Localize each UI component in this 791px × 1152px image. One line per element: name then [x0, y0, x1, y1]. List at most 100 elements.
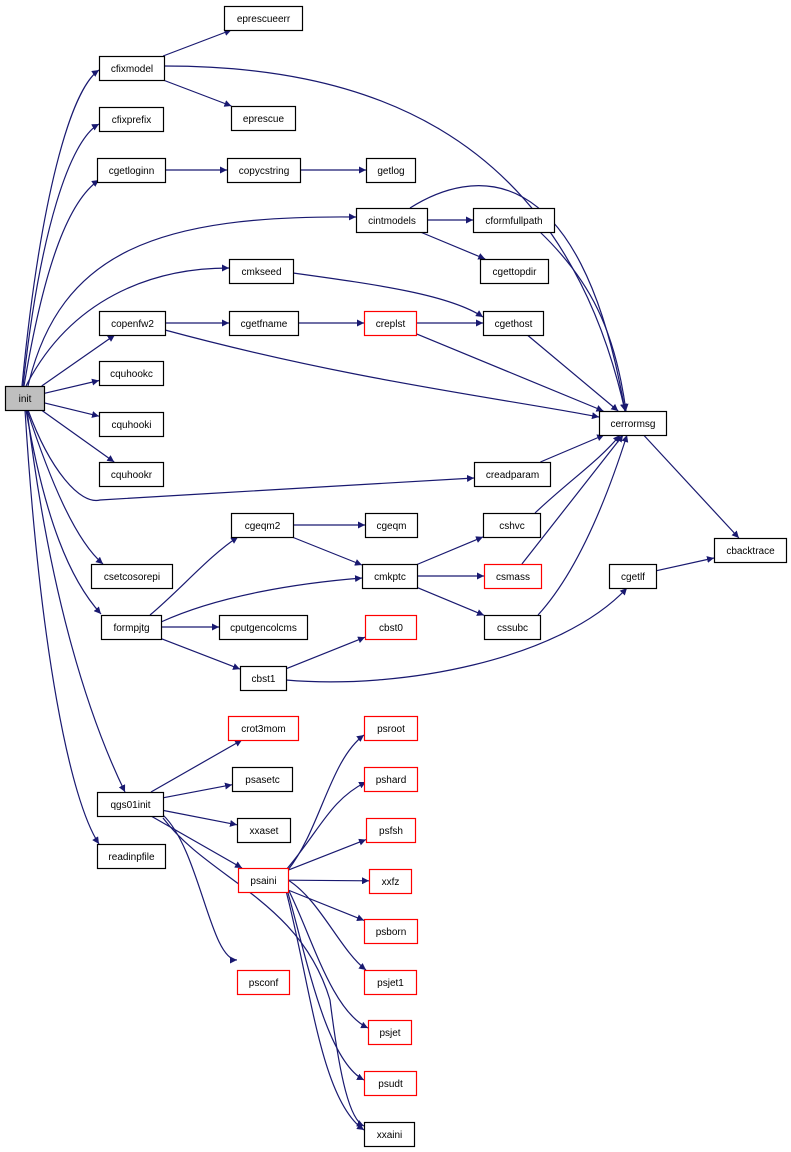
node-box-crot3mom[interactable] [227, 715, 300, 742]
node-box-cgeqm2[interactable] [230, 512, 295, 539]
node-box-cgetfname[interactable] [228, 310, 300, 337]
node-box-cquhooki[interactable] [98, 411, 165, 438]
node-psborn[interactable]: psborn [363, 918, 419, 945]
node-psconf[interactable]: psconf [236, 969, 291, 996]
node-cgetfname[interactable]: cgetfname [228, 310, 300, 337]
node-init[interactable]: init [4, 385, 46, 412]
node-psroot[interactable]: psroot [363, 715, 419, 742]
node-box-csmass[interactable] [483, 563, 543, 590]
node-xxfz[interactable]: xxfz [368, 868, 413, 895]
node-box-cbst0[interactable] [364, 614, 418, 641]
node-box-cgettopdir[interactable] [479, 258, 550, 285]
node-cintmodels[interactable]: cintmodels [355, 207, 429, 234]
node-cbst0[interactable]: cbst0 [364, 614, 418, 641]
node-cgetloginn[interactable]: cgetloginn [96, 157, 167, 184]
node-box-xxfz[interactable] [368, 868, 413, 895]
node-cgethost[interactable]: cgethost [482, 310, 545, 337]
node-cssubc[interactable]: cssubc [483, 614, 542, 641]
node-box-cgetlf[interactable] [608, 563, 658, 590]
node-box-xxaset[interactable] [236, 817, 292, 844]
node-box-formpjtg[interactable] [100, 614, 163, 641]
node-cgeqm2[interactable]: cgeqm2 [230, 512, 295, 539]
node-box-cputgencolcms[interactable] [218, 614, 309, 641]
node-box-cgeqm[interactable] [364, 512, 419, 539]
node-box-cfixmodel[interactable] [98, 55, 166, 82]
node-box-psconf[interactable] [236, 969, 291, 996]
node-box-psasetc[interactable] [231, 766, 294, 793]
node-readinpfile[interactable]: readinpfile [96, 843, 167, 870]
node-box-psfsh[interactable] [365, 817, 417, 844]
node-cquhookr[interactable]: cquhookr [98, 461, 165, 488]
node-cfixprefix[interactable]: cfixprefix [98, 106, 165, 133]
node-box-cintmodels[interactable] [355, 207, 429, 234]
node-crot3mom[interactable]: crot3mom [227, 715, 300, 742]
node-cfixmodel[interactable]: cfixmodel [98, 55, 166, 82]
node-cshvc[interactable]: cshvc [482, 512, 542, 539]
node-cbst1[interactable]: cbst1 [239, 665, 288, 692]
node-psudt[interactable]: psudt [363, 1070, 418, 1097]
node-box-cmkptc[interactable] [361, 563, 419, 590]
node-xxaini[interactable]: xxaini [363, 1121, 416, 1148]
node-cquhookc[interactable]: cquhookc [98, 360, 165, 387]
node-box-creadparam[interactable] [473, 461, 552, 488]
node-box-cformfullpath[interactable] [472, 207, 556, 234]
node-psjet1[interactable]: psjet1 [363, 969, 418, 996]
node-cmkseed[interactable]: cmkseed [228, 258, 295, 285]
node-box-psjet1[interactable] [363, 969, 418, 996]
node-cgetlf[interactable]: cgetlf [608, 563, 658, 590]
node-box-getlog[interactable] [365, 157, 417, 184]
node-box-psudt[interactable] [363, 1070, 418, 1097]
node-getlog[interactable]: getlog [365, 157, 417, 184]
node-box-copenfw2[interactable] [98, 310, 167, 337]
node-box-cerrormsg[interactable] [598, 410, 668, 437]
node-box-cgethost[interactable] [482, 310, 545, 337]
node-copycstring[interactable]: copycstring [226, 157, 302, 184]
node-cgettopdir[interactable]: cgettopdir [479, 258, 550, 285]
node-box-readinpfile[interactable] [96, 843, 167, 870]
node-copenfw2[interactable]: copenfw2 [98, 310, 167, 337]
node-pshard[interactable]: pshard [363, 766, 419, 793]
node-cbacktrace[interactable]: cbacktrace [713, 537, 788, 564]
node-creadparam[interactable]: creadparam [473, 461, 552, 488]
node-qgs01init[interactable]: qgs01init [96, 791, 165, 818]
node-box-cbacktrace[interactable] [713, 537, 788, 564]
node-csmass[interactable]: csmass [483, 563, 543, 590]
node-box-csetcosorepi[interactable] [90, 563, 174, 590]
node-box-init[interactable] [4, 385, 46, 412]
node-psfsh[interactable]: psfsh [365, 817, 417, 844]
node-box-psjet[interactable] [367, 1019, 413, 1046]
node-psasetc[interactable]: psasetc [231, 766, 294, 793]
node-eprescueerr[interactable]: eprescueerr [223, 5, 304, 32]
node-creplst[interactable]: creplst [363, 310, 418, 337]
node-box-xxaini[interactable] [363, 1121, 416, 1148]
node-box-creplst[interactable] [363, 310, 418, 337]
node-box-cssubc[interactable] [483, 614, 542, 641]
node-box-psaini[interactable] [237, 867, 290, 894]
node-box-eprescueerr[interactable] [223, 5, 304, 32]
node-psjet[interactable]: psjet [367, 1019, 413, 1046]
node-box-eprescue[interactable] [230, 105, 297, 132]
node-box-cmkseed[interactable] [228, 258, 295, 285]
node-cquhooki[interactable]: cquhooki [98, 411, 165, 438]
node-cmkptc[interactable]: cmkptc [361, 563, 419, 590]
node-formpjtg[interactable]: formpjtg [100, 614, 163, 641]
node-csetcosorepi[interactable]: csetcosorepi [90, 563, 174, 590]
node-eprescue[interactable]: eprescue [230, 105, 297, 132]
node-box-cgetloginn[interactable] [96, 157, 167, 184]
node-psaini[interactable]: psaini [237, 867, 290, 894]
node-cgeqm[interactable]: cgeqm [364, 512, 419, 539]
node-box-copycstring[interactable] [226, 157, 302, 184]
node-box-cfixprefix[interactable] [98, 106, 165, 133]
node-box-cbst1[interactable] [239, 665, 288, 692]
node-box-psborn[interactable] [363, 918, 419, 945]
node-cerrormsg[interactable]: cerrormsg [598, 410, 668, 437]
node-box-cquhookc[interactable] [98, 360, 165, 387]
node-cformfullpath[interactable]: cformfullpath [472, 207, 556, 234]
node-cputgencolcms[interactable]: cputgencolcms [218, 614, 309, 641]
node-xxaset[interactable]: xxaset [236, 817, 292, 844]
node-box-cshvc[interactable] [482, 512, 542, 539]
node-box-qgs01init[interactable] [96, 791, 165, 818]
node-box-cquhookr[interactable] [98, 461, 165, 488]
node-box-pshard[interactable] [363, 766, 419, 793]
node-box-psroot[interactable] [363, 715, 419, 742]
